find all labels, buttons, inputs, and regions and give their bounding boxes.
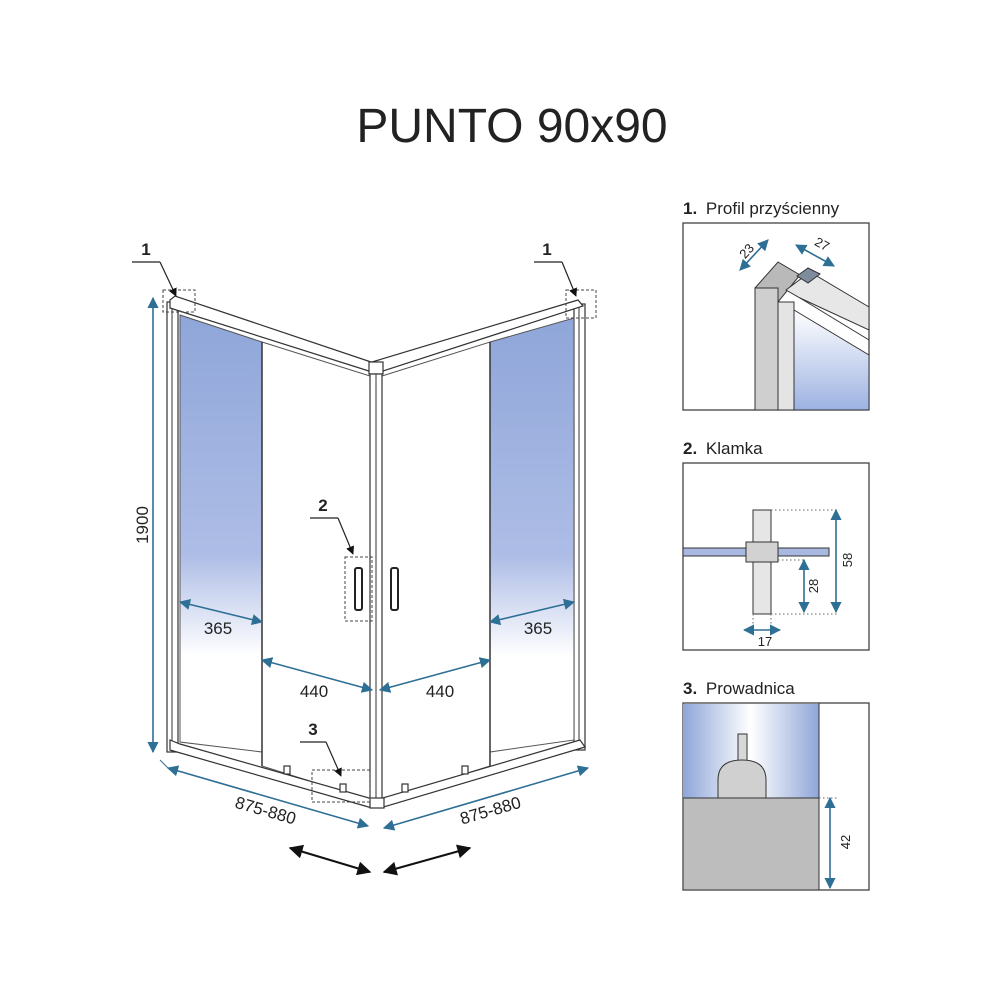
profile-dim-b: 27	[812, 234, 832, 254]
callout-3-label: 3	[308, 720, 317, 739]
corner-cap-bottom	[369, 797, 385, 809]
left-wall-profile	[166, 301, 179, 753]
shower-enclosure	[162, 289, 597, 809]
callout-1-left-label: 1	[141, 240, 150, 259]
detail-profile-title: 1. Profil przyścienny	[683, 199, 840, 218]
callout-1-right: 1	[534, 240, 578, 297]
right-door-dimension: 440	[378, 657, 492, 701]
detail-profile: 1. Profil przyścienny 23 27	[682, 199, 870, 411]
left-panel-dimension-label: 365	[204, 619, 232, 638]
height-dimension: 1900	[133, 296, 159, 754]
left-width-dimension-label: 875-880	[233, 793, 298, 828]
callout-1-left-box	[162, 289, 196, 313]
door-handles	[354, 567, 399, 611]
right-door-dimension-label: 440	[426, 682, 454, 701]
callout-1-right-label: 1	[542, 240, 551, 259]
detail-guide: 3. Prowadnica 42	[682, 679, 870, 891]
right-wall-profile	[573, 303, 586, 751]
left-door-dimension: 440	[260, 657, 374, 701]
page-title: PUNTO 90x90	[356, 100, 667, 153]
right-fixed-glass	[489, 317, 575, 753]
callout-2-box	[344, 556, 373, 622]
guide-dim-height: 42	[838, 835, 853, 849]
left-panel-dimension: 365	[178, 598, 264, 638]
handle-dim-mid: 28	[806, 579, 821, 593]
detail-guide-title: 3. Prowadnica	[683, 679, 795, 698]
callout-2: 2	[310, 496, 354, 555]
height-dimension-label: 1900	[133, 506, 152, 544]
detail-handle: 2. Klamka 58 28 17	[682, 439, 870, 651]
left-fixed-glass	[179, 314, 263, 753]
handle-dim-width: 17	[758, 634, 772, 649]
right-panel-dimension-label: 365	[524, 619, 552, 638]
right-panel-dimension: 365	[488, 598, 576, 638]
callout-1-left: 1	[132, 240, 177, 297]
adjustment-arrows	[288, 844, 472, 876]
handle-dim-height: 58	[840, 553, 855, 567]
detail-handle-title: 2. Klamka	[683, 439, 763, 458]
corner-cap-top	[368, 361, 384, 375]
left-door-dimension-label: 440	[300, 682, 328, 701]
callout-2-label: 2	[318, 496, 327, 515]
callout-1-right-box	[565, 289, 597, 319]
right-width-dimension-label: 875-880	[458, 793, 523, 828]
